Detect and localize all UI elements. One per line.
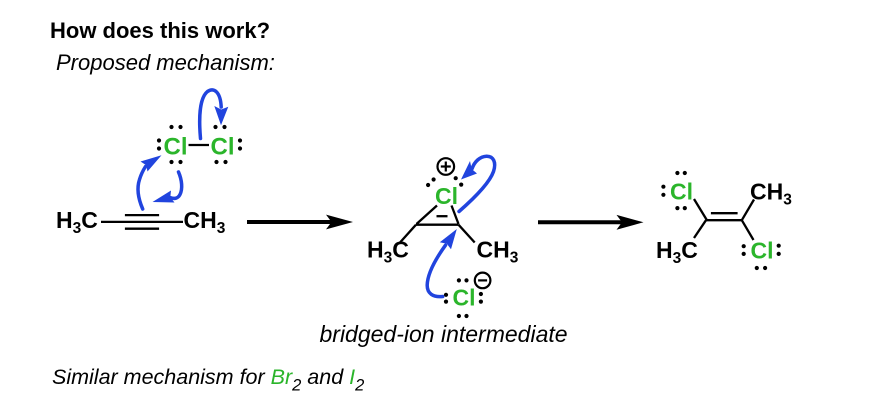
svg-text:How does this work?: How does this work? <box>50 18 270 43</box>
svg-text:Proposed mechanism:: Proposed mechanism: <box>56 50 275 75</box>
svg-text:H3C: H3C <box>56 207 98 237</box>
svg-text:Cl: Cl <box>164 134 188 161</box>
svg-text:bridged-ion intermediate: bridged-ion intermediate <box>320 321 568 347</box>
svg-text:Cl: Cl <box>453 285 476 311</box>
svg-text:CH3: CH3 <box>184 207 226 237</box>
svg-text:Cl: Cl <box>435 183 458 209</box>
svg-text:Cl: Cl <box>670 179 693 205</box>
svg-text:Cl: Cl <box>751 237 774 263</box>
svg-text:Cl: Cl <box>211 134 235 161</box>
